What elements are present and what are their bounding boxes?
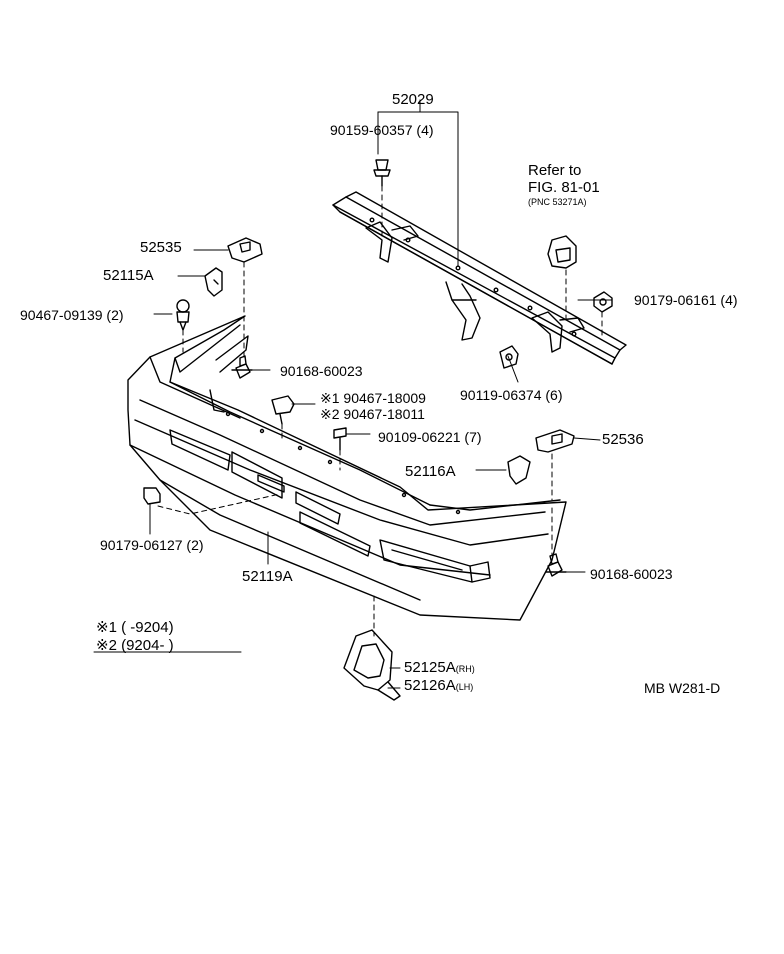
bolt-reinf-label: 90119-06374 (6): [460, 387, 563, 403]
note1-label: ※1 ( -9204): [96, 619, 174, 636]
bumper-cover: [127, 315, 567, 621]
figure-code-label: MB W281-D: [644, 680, 721, 696]
lamp-lh-label: 52126A(LH): [404, 677, 474, 694]
clip-left-label: 90467-09139 (2): [20, 307, 124, 323]
clip-b-label: ※2 90467-18011: [320, 406, 425, 422]
note2-label: ※2 (9204- ): [96, 637, 174, 654]
bolt-center-label: 90168-60023: [280, 363, 363, 379]
refer-line2-label: FIG. 81-01: [528, 179, 600, 196]
bumper-reinforcement: [332, 191, 627, 365]
nut-right-top-label: 90179-06161 (4): [634, 292, 738, 308]
assembly-label: 52029: [392, 91, 434, 108]
cover-label: 52119A: [242, 568, 293, 585]
lamp-rh-label: 52125A(RH): [404, 659, 475, 676]
bolt-top-label: 90159-60357 (4): [330, 122, 434, 138]
clip-a-label: ※1 90467-18009: [320, 390, 426, 406]
retainer-left-label: 52535: [140, 239, 182, 256]
fasteners: [143, 159, 613, 701]
bracket-right-label: 52116A: [405, 463, 456, 480]
nut-left-low-label: 90179-06127 (2): [100, 537, 204, 553]
bracket-left-label: 52115A: [103, 267, 154, 284]
retainer-right-label: 52536: [602, 431, 644, 448]
screw-label: 90109-06221 (7): [378, 429, 482, 445]
leader-lines: [93, 99, 613, 689]
bolt-right-low-label: 90168-60023: [590, 566, 673, 582]
refer-line1-label: Refer to: [528, 162, 582, 179]
refer-pnc-label: (PNC 53271A): [528, 197, 587, 207]
